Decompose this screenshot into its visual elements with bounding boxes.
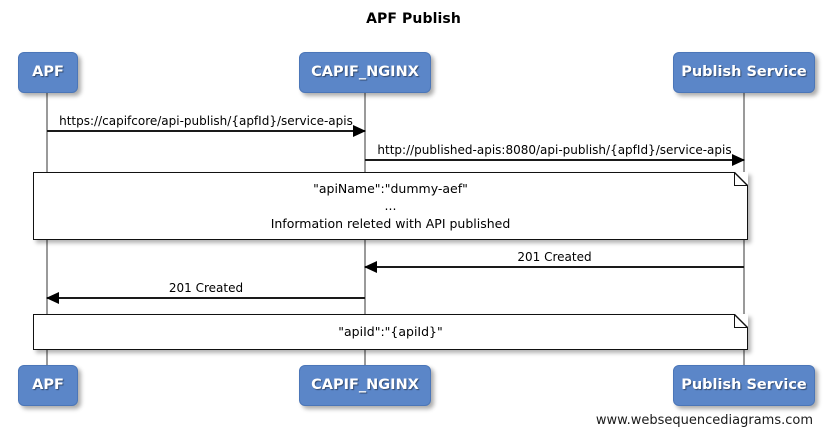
arrowhead-right-icon (353, 125, 366, 137)
message-label: http://published-apis:8080/api-publish/{… (377, 142, 732, 157)
arrowhead-right-icon (732, 154, 745, 166)
participant-label: APF (32, 377, 64, 394)
message-m4[interactable]: 201 Created (46, 281, 365, 304)
note-line: ... (384, 198, 397, 214)
note-line: "apiName":"dummy-aef" (313, 180, 468, 196)
note-fold-corner-icon (735, 314, 748, 327)
note-note2[interactable]: "apiId":"{apiId}" (33, 314, 748, 350)
message-m1[interactable]: https://capifcore/api-publish/{apfId}/se… (47, 114, 366, 137)
participant-label: CAPIF_NGINX (311, 64, 419, 81)
participant-publish-top[interactable]: Publish Service (673, 52, 815, 93)
message-label: 201 Created (168, 280, 244, 295)
message-m2[interactable]: http://published-apis:8080/api-publish/{… (365, 143, 745, 166)
note-body: "apiId":"{apiId}" (34, 323, 747, 341)
message-label: 201 Created (517, 249, 592, 264)
note-line: "apiId":"{apiId}" (338, 324, 443, 339)
watermark: www.websequencediagrams.com (595, 413, 813, 428)
note-note1[interactable]: "apiName":"dummy-aef"... Information rele… (33, 172, 748, 240)
participant-label: Publish Service (681, 64, 807, 81)
participant-publish-bottom[interactable]: Publish Service (673, 365, 815, 406)
participant-label: APF (32, 64, 64, 81)
participant-label: CAPIF_NGINX (311, 377, 419, 394)
arrowhead-left-icon (46, 292, 59, 304)
note-line: Information releted with API published (270, 216, 511, 231)
participant-nginx-top[interactable]: CAPIF_NGINX (299, 52, 431, 93)
message-m3[interactable]: 201 Created (364, 250, 744, 273)
participant-apf-bottom[interactable]: APF (18, 365, 78, 406)
note-body: "apiName":"dummy-aef"... Information rele… (34, 180, 747, 233)
note-fold-edge (734, 314, 748, 328)
note-fold-edge (734, 172, 748, 186)
participant-apf-top[interactable]: APF (18, 52, 78, 93)
page-title: APF Publish (366, 11, 461, 27)
participant-nginx-bottom[interactable]: CAPIF_NGINX (299, 365, 431, 406)
message-label: https://capifcore/api-publish/{apfId}/se… (59, 113, 353, 128)
participant-label: Publish Service (681, 377, 807, 394)
note-fold-corner-icon (735, 172, 748, 185)
arrowhead-left-icon (364, 261, 377, 273)
